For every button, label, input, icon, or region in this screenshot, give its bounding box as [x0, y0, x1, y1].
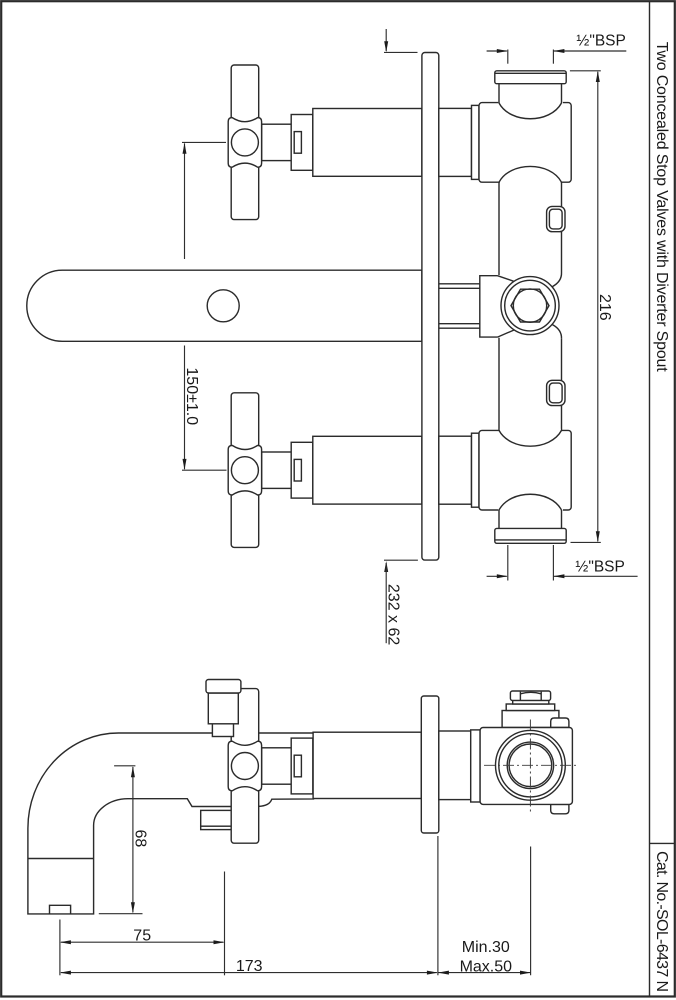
svg-text:173: 173 [236, 958, 263, 975]
svg-text:232 x 62: 232 x 62 [384, 584, 401, 645]
svg-text:Cat. No.-SOL-6437 N: Cat. No.-SOL-6437 N [653, 851, 670, 992]
svg-text:Two Concealed Stop Valves with: Two Concealed Stop Valves with Diverter … [653, 42, 670, 373]
svg-text:½"BSP: ½"BSP [575, 558, 624, 575]
svg-text:216: 216 [596, 294, 613, 321]
svg-text:150±1.0: 150±1.0 [183, 367, 200, 425]
svg-text:Max.50: Max.50 [460, 959, 513, 976]
svg-text:68: 68 [131, 830, 148, 848]
svg-text:Min.30: Min.30 [462, 939, 510, 956]
svg-text:½"BSP: ½"BSP [576, 33, 625, 50]
svg-text:75: 75 [133, 927, 151, 944]
